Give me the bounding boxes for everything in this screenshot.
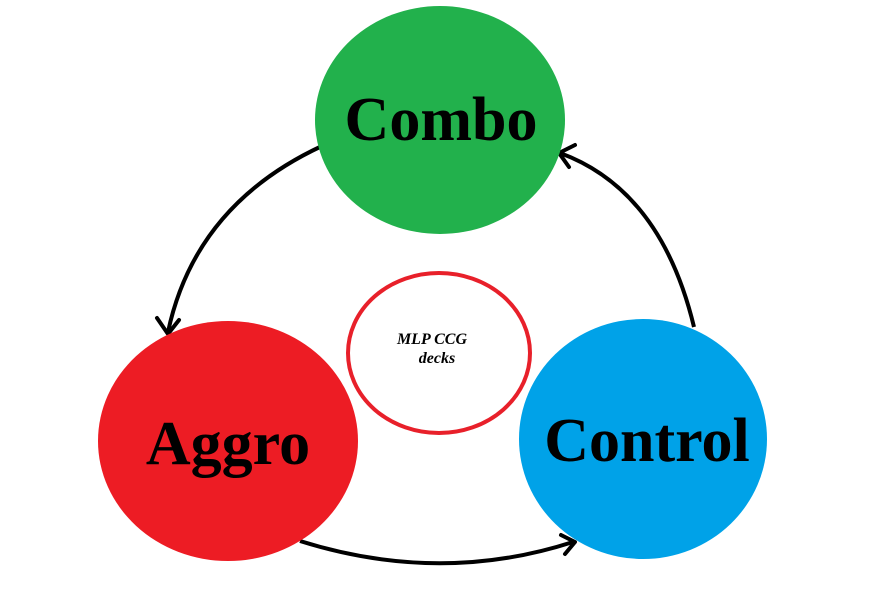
arrow-combo-to-aggro <box>166 144 323 333</box>
combo-label: Combo <box>345 86 538 154</box>
arrowhead-combo-to-aggro <box>155 316 181 336</box>
arrow-aggro-to-control <box>299 539 574 566</box>
control-label: Control <box>544 407 750 475</box>
aggro-node <box>98 321 358 561</box>
arrow-control-to-combo <box>559 151 696 328</box>
arrowhead-aggro-to-control <box>559 533 577 556</box>
center-label-line2: decks <box>419 350 455 367</box>
center-label-line1: MLP CCG <box>396 331 468 348</box>
center-ring <box>346 271 532 435</box>
control-node <box>519 319 767 559</box>
combo-node <box>315 6 565 234</box>
aggro-label: Aggro <box>146 410 310 478</box>
